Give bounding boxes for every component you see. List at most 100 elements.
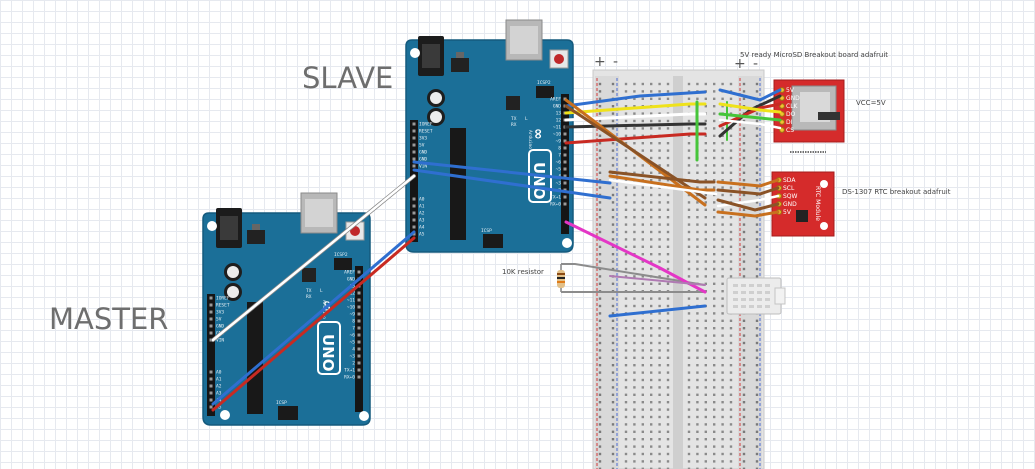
header-pin[interactable]: [357, 354, 361, 358]
breadboard-hole: [687, 245, 691, 248]
header-pin[interactable]: [412, 129, 416, 133]
wire-brown-slave-crossing[interactable]: [564, 104, 707, 200]
header-pin[interactable]: [357, 298, 361, 302]
header-pin[interactable]: [357, 333, 361, 337]
header-pin[interactable]: [563, 146, 567, 150]
breadboard-hole: [721, 408, 724, 411]
header-pin[interactable]: [209, 384, 213, 388]
header-pin[interactable]: [412, 122, 416, 126]
header-pin[interactable]: [209, 324, 213, 328]
wire-white-sd[interactable]: [718, 118, 782, 130]
header-pin[interactable]: [412, 150, 416, 154]
wire-red-master-slave[interactable]: [211, 236, 416, 412]
wire-blue-sd-5v[interactable]: [718, 88, 782, 102]
header-pin[interactable]: [209, 370, 213, 374]
rail-hole: [611, 245, 615, 248]
wire-red-sd[interactable]: [718, 102, 782, 128]
wire-orange-rtc-row[interactable]: [608, 174, 716, 192]
header-pin[interactable]: [357, 361, 361, 365]
wire-yellow-sd-clk[interactable]: [564, 102, 707, 115]
slave-reset-button[interactable]: [554, 54, 564, 64]
wire-white-rtc-row[interactable]: [608, 178, 718, 196]
wire-brown-rtc-scl[interactable]: [716, 186, 780, 196]
header-pin[interactable]: [209, 303, 213, 307]
header-pin[interactable]: [357, 375, 361, 379]
breadboard-hole: [704, 423, 707, 426]
header-pin[interactable]: [412, 204, 416, 208]
breadboard-hole: [721, 290, 724, 293]
header-pin[interactable]: [412, 157, 416, 161]
wire-brown-rtc-row[interactable]: [608, 170, 716, 184]
wire-blue-sensor-gnd[interactable]: [608, 304, 707, 318]
header-pin[interactable]: [357, 270, 361, 274]
header-pin[interactable]: [412, 225, 416, 229]
header-pin[interactable]: [357, 319, 361, 323]
header-pin[interactable]: [563, 188, 567, 192]
wire-blue-aref[interactable]: [564, 90, 707, 108]
breadboard-hole: [713, 245, 716, 248]
wire-blue-slave-gnd[interactable]: [412, 168, 612, 200]
header-pin[interactable]: [209, 391, 213, 395]
header-pin[interactable]: [357, 312, 361, 316]
header-pin[interactable]: [357, 368, 361, 372]
breadboard-hole: [650, 341, 653, 345]
header-pin[interactable]: [412, 136, 416, 140]
wire-blue-master-slave[interactable]: [211, 230, 416, 406]
header-pin[interactable]: [412, 197, 416, 201]
header-pin[interactable]: [563, 181, 567, 185]
sensor-vent: [733, 305, 738, 308]
wire-orange-rtc-5v[interactable]: [716, 210, 780, 218]
header-pin[interactable]: [563, 139, 567, 143]
wire-orange-rtc-sda[interactable]: [716, 178, 780, 188]
wire-green-sd[interactable]: [718, 112, 782, 122]
header-pin[interactable]: [357, 347, 361, 351]
breadboard-hole: [658, 356, 661, 359]
wire-brown-rtc-gnd[interactable]: [716, 198, 780, 212]
breadboard-hole: [658, 445, 661, 448]
header-pin[interactable]: [412, 143, 416, 147]
header-pin[interactable]: [209, 317, 213, 321]
wire-yellow-sd[interactable]: [718, 102, 782, 114]
header-pin[interactable]: [563, 195, 567, 199]
breadboard-hole: [633, 142, 636, 145]
breadboard-hole: [633, 401, 636, 404]
wire-black-sd-di[interactable]: [564, 122, 707, 129]
breadboard-hole: [624, 127, 628, 130]
header-pin[interactable]: [563, 174, 567, 178]
header-pin[interactable]: [563, 202, 567, 206]
breadboard-hole: [729, 97, 733, 100]
breadboard-hole: [696, 297, 699, 300]
header-pin[interactable]: [563, 167, 567, 171]
header-pin[interactable]: [357, 340, 361, 344]
header-pin[interactable]: [209, 377, 213, 381]
wire-white-master-slave[interactable]: [211, 174, 416, 342]
slave-l-label: L: [525, 116, 528, 122]
header-pin[interactable]: [563, 153, 567, 157]
header-pin[interactable]: [412, 211, 416, 215]
header-pin[interactable]: [412, 218, 416, 222]
breadboard-hole: [658, 312, 661, 315]
breadboard-hole: [641, 245, 644, 248]
wire-white-sd-do[interactable]: [564, 112, 707, 122]
breadboard-hole: [641, 171, 644, 174]
wire-purple-pullup[interactable]: [609, 275, 706, 286]
breadboard-hole: [658, 97, 661, 100]
header-pin[interactable]: [412, 164, 416, 168]
header-pin[interactable]: [209, 296, 213, 300]
wire-blue-slave-5v[interactable]: [412, 160, 612, 185]
header-pin[interactable]: [357, 326, 361, 330]
wire-red-sd-cs[interactable]: [564, 132, 707, 145]
sensor-vent: [741, 305, 746, 308]
header-pin[interactable]: [209, 310, 213, 314]
header-pin[interactable]: [209, 331, 213, 335]
header-pin[interactable]: [563, 160, 567, 164]
header-pin[interactable]: [209, 405, 213, 409]
breadboard-hole: [641, 327, 644, 330]
header-pin[interactable]: [209, 398, 213, 402]
header-pin[interactable]: [412, 232, 416, 236]
header-pin[interactable]: [357, 291, 361, 295]
resistor-band: [557, 273, 565, 275]
header-pin[interactable]: [357, 305, 361, 309]
breadboard-hole: [624, 334, 628, 337]
header-pin[interactable]: [563, 132, 567, 136]
